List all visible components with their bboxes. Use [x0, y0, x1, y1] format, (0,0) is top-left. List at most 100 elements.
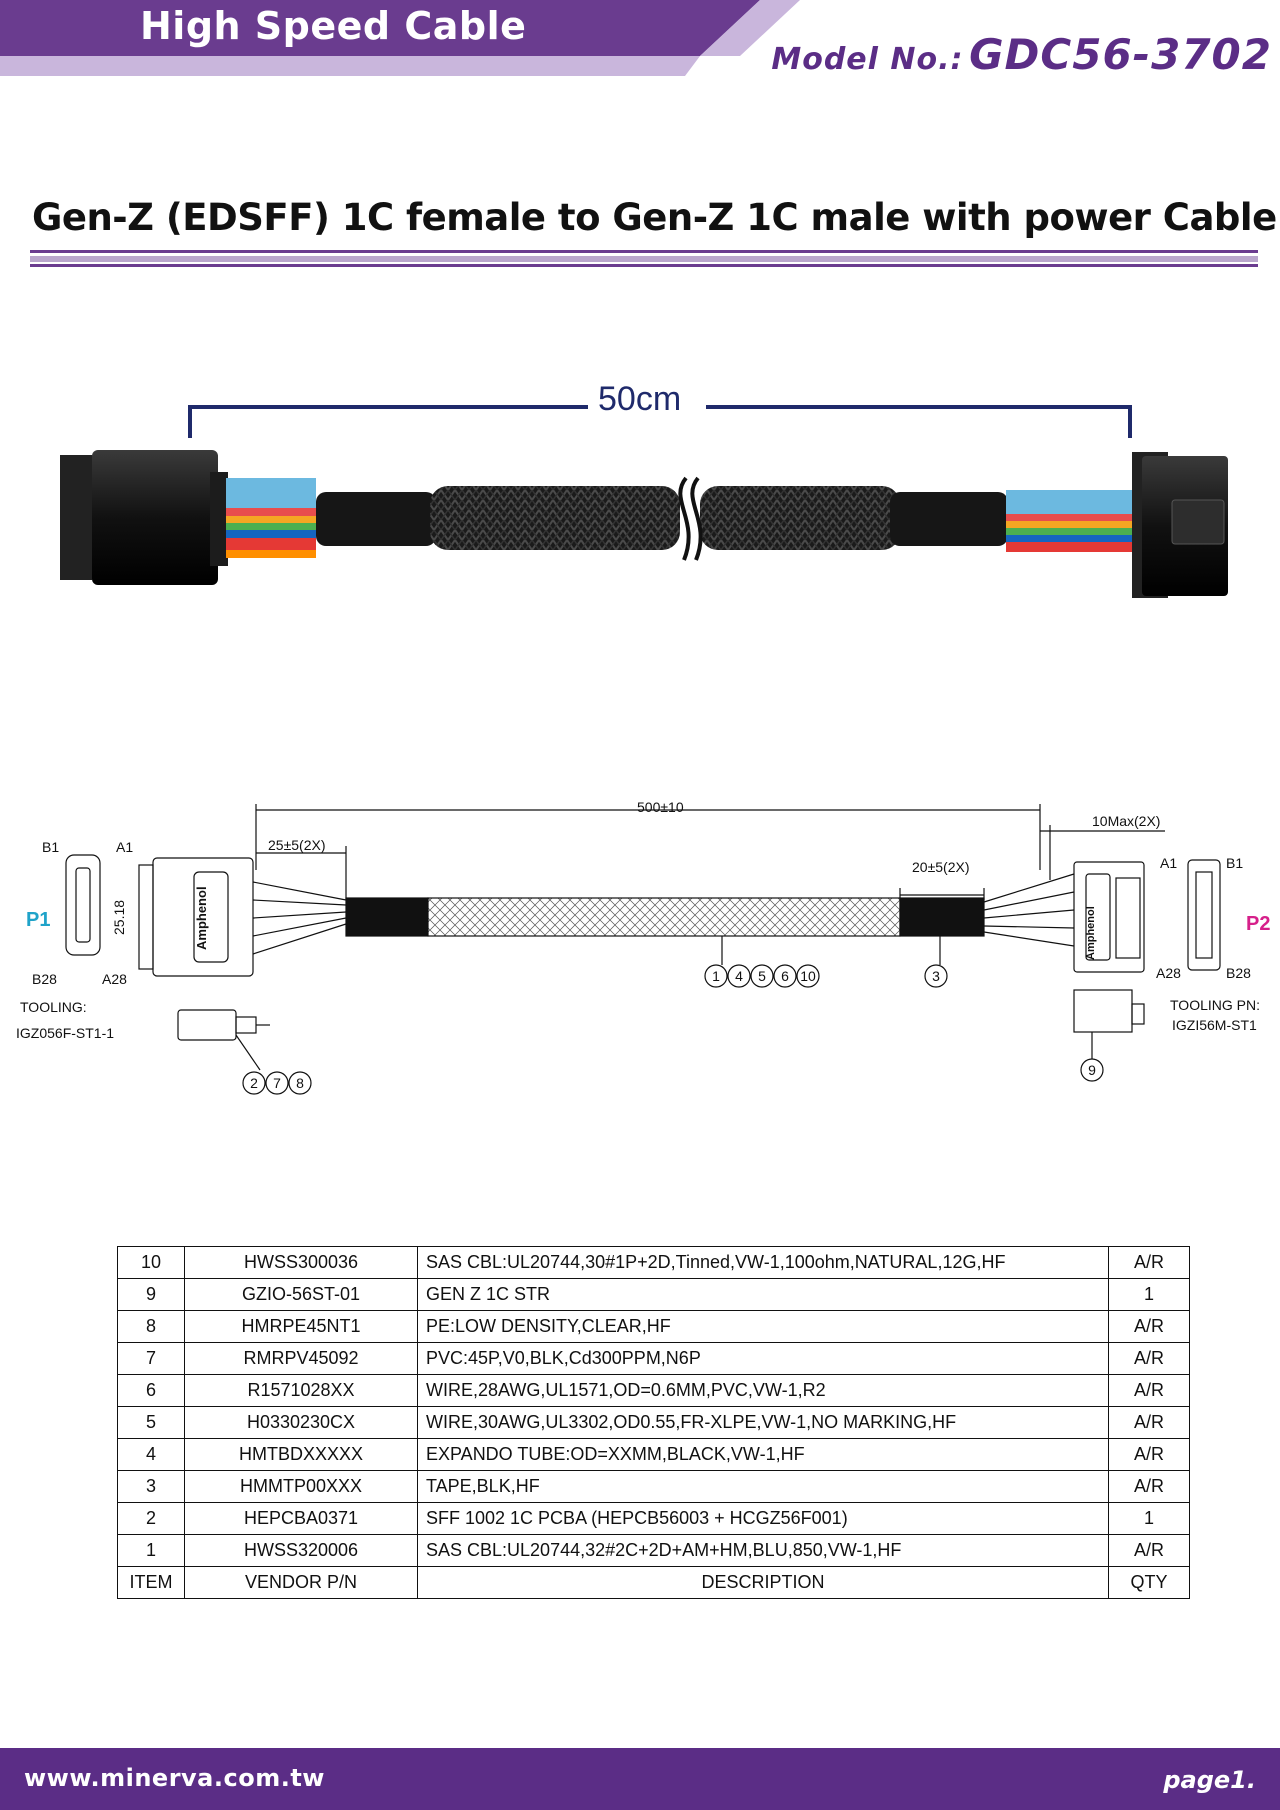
description-cell: GEN Z 1C STR [417, 1278, 1109, 1311]
vendor-pn-header: VENDOR P/N [184, 1566, 418, 1599]
description-cell: WIRE,30AWG,UL3302,OD0.55,FR-XLPE,VW-1,NO… [417, 1406, 1109, 1439]
description-cell: PVC:45P,V0,BLK,Cd300PPM,N6P [417, 1342, 1109, 1375]
p1-pin-a28: A28 [102, 971, 127, 987]
p2-pin-b1: B1 [1226, 855, 1243, 871]
qty-cell: A/R [1108, 1374, 1190, 1407]
callout-number: 7 [273, 1075, 281, 1091]
p2-max-dim: 10Max(2X) [1092, 813, 1160, 829]
callout-number: 2 [250, 1075, 258, 1091]
item-cell: 6 [117, 1374, 185, 1407]
vendor-pn-cell: HEPCBA0371 [184, 1502, 418, 1535]
callout-number: 8 [296, 1075, 304, 1091]
callout-number: 4 [735, 968, 743, 984]
item-cell: 7 [117, 1342, 185, 1375]
p1-pin-b28: B28 [32, 971, 57, 987]
p1-label: P1 [26, 909, 50, 931]
page-number: page1. [1163, 1766, 1256, 1794]
qty-cell: A/R [1108, 1406, 1190, 1439]
p1-width-dim: 25.18 [111, 900, 127, 935]
item-cell: 9 [117, 1278, 185, 1311]
overall-length-dim: 500±10 [637, 799, 684, 815]
length-label: 50cm [598, 380, 682, 418]
callout-circle [796, 964, 820, 988]
p2-label: P2 [1246, 913, 1270, 935]
callout-circle [704, 964, 728, 988]
footer-bar: www.minerva.com.tw page1. [0, 1748, 1280, 1810]
item-cell: 8 [117, 1310, 185, 1343]
model-value: GDC56-3702 [969, 30, 1272, 79]
callout-circle [750, 964, 774, 988]
p1-heatshrink [316, 492, 436, 546]
length-dimension-bar [188, 405, 1132, 438]
description-cell: SAS CBL:UL20744,30#1P+2D,Tinned,VW-1,100… [417, 1246, 1109, 1279]
description-header: DESCRIPTION [417, 1566, 1109, 1599]
callout-circle [924, 964, 948, 988]
vendor-pn-cell: HMTBDXXXXX [184, 1438, 418, 1471]
callout-circle [727, 964, 751, 988]
callout-number: 5 [758, 968, 766, 984]
qty-cell: A/R [1108, 1310, 1190, 1343]
title-rule-mid [30, 256, 1258, 262]
header-band [0, 0, 760, 56]
p2-heatshrink [890, 492, 1008, 546]
p1-tail-dim: 25±5(2X) [268, 837, 326, 853]
description-cell: EXPANDO TUBE:OD=XXMM,BLACK,VW-1,HF [417, 1438, 1109, 1471]
vendor-pn-cell: H0330230CX [184, 1406, 418, 1439]
qty-cell: 1 [1108, 1278, 1190, 1311]
qty-cell: A/R [1108, 1470, 1190, 1503]
p2-wires [1006, 490, 1134, 552]
item-cell: 2 [117, 1502, 185, 1535]
vendor-pn-cell: GZIO-56ST-01 [184, 1278, 418, 1311]
p1-connector-photo [60, 450, 228, 585]
description-cell: SFF 1002 1C PCBA (HEPCB56003 + HCGZ56F00… [417, 1502, 1109, 1535]
callout-circle [773, 964, 797, 988]
technical-drawing: 500±10 25±5(2X) 20±5(2X) 10Max(2X) 25.18… [16, 799, 1270, 1095]
callout-circle [265, 1071, 289, 1095]
item-cell: 1 [117, 1534, 185, 1567]
vendor-pn-cell: RMRPV45092 [184, 1342, 418, 1375]
item-cell: 10 [117, 1246, 185, 1279]
qty-cell: A/R [1108, 1342, 1190, 1375]
vendor-pn-cell: HWSS300036 [184, 1246, 418, 1279]
callout-circle [242, 1071, 266, 1095]
qty-cell: A/R [1108, 1438, 1190, 1471]
description-cell: SAS CBL:UL20744,32#2C+2D+AM+HM,BLU,850,V… [417, 1534, 1109, 1567]
description-cell: PE:LOW DENSITY,CLEAR,HF [417, 1310, 1109, 1343]
qty-cell: A/R [1108, 1534, 1190, 1567]
callout-number: 1 [712, 968, 720, 984]
callout-circle [288, 1071, 312, 1095]
title-rule-bottom [30, 264, 1258, 267]
vendor-pn-cell: R1571028XX [184, 1374, 418, 1407]
p2-tail-dim: 20±5(2X) [912, 859, 970, 875]
vendor-pn-cell: HWSS320006 [184, 1534, 418, 1567]
callout-number: 6 [781, 968, 789, 984]
model-number: Model No.: GDC56-3702 [771, 30, 1272, 79]
p1-wires [226, 478, 316, 558]
callout-number: 3 [932, 968, 940, 984]
p2-tooling-label: TOOLING PN: [1170, 997, 1260, 1013]
p2-connector-photo [1132, 452, 1228, 598]
item-cell: 4 [117, 1438, 185, 1471]
p2-tooling-pn: IGZI56M-ST1 [1172, 1017, 1257, 1033]
title-rule [30, 250, 1258, 253]
braid-left [430, 486, 680, 550]
p2-pin-b28: B28 [1226, 965, 1251, 981]
website-url[interactable]: www.minerva.com.tw [24, 1764, 325, 1792]
callout-number: 9 [1088, 1062, 1096, 1078]
p1-pin-a1: A1 [116, 839, 133, 855]
vendor-pn-cell: HMRPE45NT1 [184, 1310, 418, 1343]
description-cell: TAPE,BLK,HF [417, 1470, 1109, 1503]
item-header: ITEM [117, 1566, 185, 1599]
p1-tooling-label: TOOLING: [20, 999, 87, 1015]
p2-pin-a1: A1 [1160, 855, 1177, 871]
qty-cell: A/R [1108, 1246, 1190, 1279]
